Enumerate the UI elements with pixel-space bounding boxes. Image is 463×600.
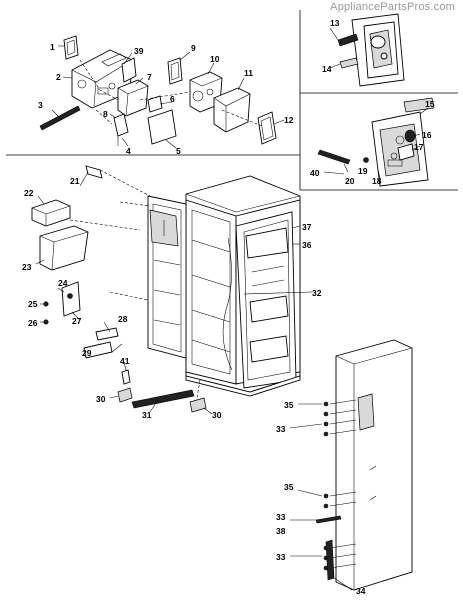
callout-30-right: 30	[212, 410, 222, 420]
callout-32: 32	[312, 288, 322, 298]
callout-18: 18	[372, 176, 382, 186]
dispenser-housing-group	[39, 35, 285, 149]
callout-8: 8	[103, 109, 108, 119]
refrigerator-cabinet-group	[69, 169, 313, 405]
callout-41: 41	[120, 356, 130, 366]
callout-33-middle: 33	[276, 512, 286, 522]
callout-19: 19	[358, 166, 368, 176]
callout-11: 11	[244, 68, 253, 78]
callout-24: 24	[58, 278, 68, 288]
callout-14: 14	[322, 64, 332, 74]
callout-33-bottom: 33	[276, 552, 286, 562]
callout-28: 28	[118, 314, 128, 324]
dispenser-panel-group	[317, 97, 435, 187]
callout-34: 34	[356, 586, 366, 596]
callout-25: 25	[28, 299, 38, 309]
callout-12: 12	[284, 115, 294, 125]
callout-26: 26	[28, 318, 38, 328]
callout-5: 5	[176, 146, 181, 156]
callout-6: 6	[170, 94, 175, 104]
callout-3: 3	[38, 100, 43, 110]
callout-labels: 1 2 3 4 5 6 7 8 9 10 11 12 13 14 15 16 1…	[22, 18, 435, 596]
dispenser-face-group	[329, 13, 405, 87]
callout-9: 9	[191, 43, 196, 53]
callout-15: 15	[425, 99, 435, 109]
callout-38: 38	[276, 526, 286, 536]
section-dividers	[6, 10, 458, 191]
callout-35-bottom: 35	[284, 482, 294, 492]
callout-22: 22	[24, 188, 34, 198]
callout-4: 4	[126, 146, 131, 156]
callout-35-top: 35	[284, 400, 294, 410]
callout-17: 17	[414, 142, 424, 152]
callout-7: 7	[147, 72, 152, 82]
callout-29: 29	[82, 348, 92, 358]
callout-23: 23	[22, 262, 32, 272]
bottom-parts-group	[109, 361, 213, 415]
ice-parts-group	[31, 165, 123, 359]
watermark-text: AppliancePartsPros.com	[330, 1, 455, 13]
callout-21: 21	[70, 176, 80, 186]
callout-13: 13	[330, 18, 340, 28]
callout-37: 37	[302, 222, 312, 232]
callout-36: 36	[302, 240, 312, 250]
callout-31: 31	[142, 410, 152, 420]
callout-10: 10	[210, 54, 220, 64]
callout-40: 40	[310, 168, 320, 178]
callout-16: 16	[422, 130, 432, 140]
callout-33-top: 33	[276, 424, 286, 434]
callout-20: 20	[345, 176, 355, 186]
callout-1: 1	[50, 42, 55, 52]
callout-27: 27	[72, 316, 82, 326]
callout-30-left: 30	[96, 394, 106, 404]
callout-2: 2	[56, 72, 61, 82]
callout-39: 39	[134, 46, 144, 56]
door-panel-group	[289, 339, 413, 591]
